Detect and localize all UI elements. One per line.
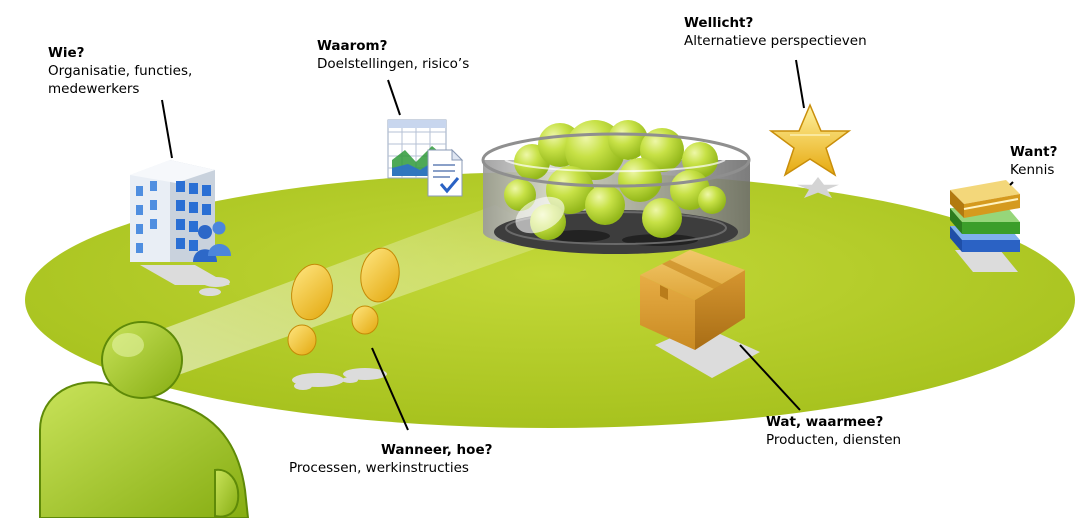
pointer-wat bbox=[739, 344, 801, 411]
label-wanneer: Wanneer, hoe? Processen, werkinstructies bbox=[289, 441, 492, 477]
label-wie-text: Organisatie, functies, medewerkers bbox=[48, 63, 193, 97]
cardboard-box-icon bbox=[640, 250, 760, 378]
light-beam bbox=[120, 205, 560, 385]
label-wanneer-title: Wanneer, hoe? bbox=[381, 442, 493, 458]
label-wellicht-text: Alternatieve perspectieven bbox=[684, 33, 867, 49]
pointer-lines bbox=[161, 59, 1014, 431]
pointer-waarom bbox=[387, 79, 401, 116]
ground-plane bbox=[25, 172, 1075, 428]
label-wellicht: Wellicht? Alternatieve perspectieven bbox=[684, 14, 867, 50]
pointer-want bbox=[1009, 181, 1014, 186]
label-wat-text: Producten, diensten bbox=[766, 432, 902, 448]
label-waarom-title: Waarom? bbox=[317, 38, 388, 54]
label-wie: Wie? Organisatie, functies, medewerkers bbox=[48, 44, 198, 98]
spreadsheet-chart-document-icon bbox=[387, 119, 464, 197]
person-figure-icon bbox=[39, 321, 250, 518]
stack-of-books-icon bbox=[950, 180, 1020, 272]
label-wat-title: Wat, waarmee? bbox=[766, 414, 884, 430]
people-icon bbox=[193, 221, 231, 262]
pointer-wie bbox=[161, 99, 173, 159]
label-want-title: Want? bbox=[1010, 144, 1058, 160]
pointer-wellicht bbox=[795, 59, 805, 109]
label-wat: Wat, waarmee? Producten, diensten bbox=[766, 413, 901, 449]
label-wie-title: Wie? bbox=[48, 45, 85, 61]
label-waarom: Waarom? Doelstellingen, risico’s bbox=[317, 37, 469, 73]
footprints-icon bbox=[287, 247, 400, 390]
label-wanneer-text: Processen, werkinstructies bbox=[289, 460, 469, 476]
label-wellicht-title: Wellicht? bbox=[684, 15, 754, 31]
label-want-text: Kennis bbox=[1010, 162, 1055, 178]
bubble-cylinder-icon bbox=[481, 120, 751, 254]
pointer-wanneer bbox=[371, 347, 409, 431]
label-want: Want? Kennis bbox=[1010, 143, 1057, 179]
star-icon bbox=[768, 103, 852, 198]
label-waarom-text: Doelstellingen, risico’s bbox=[317, 56, 470, 72]
office-building-with-people-icon bbox=[130, 160, 231, 296]
